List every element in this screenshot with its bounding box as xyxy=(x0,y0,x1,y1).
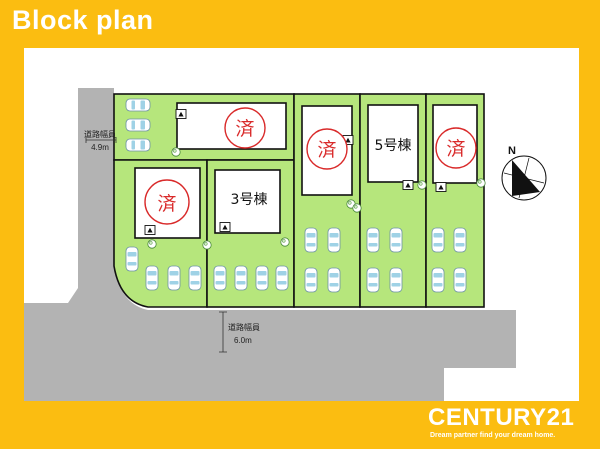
sold-mark-lot-4: 済 xyxy=(317,139,336,161)
parking-space xyxy=(125,98,151,112)
parking-space xyxy=(255,265,269,291)
road-width-value: 6.0m xyxy=(234,336,252,345)
parking-space xyxy=(125,246,139,272)
road-area xyxy=(24,88,516,401)
plan-canvas: 済 済 済 済 3号棟 5号棟 xyxy=(24,48,579,401)
lot-3-label: 3号棟 xyxy=(231,192,268,208)
entrance-icon xyxy=(402,180,414,190)
sold-mark-lot-1: 済 xyxy=(235,118,254,140)
parking-space xyxy=(327,267,341,293)
entrance-icon xyxy=(435,182,447,192)
sold-stamp-lot-2 xyxy=(144,179,190,225)
parking-space xyxy=(327,227,341,253)
road-width-label: 道路幅員 xyxy=(228,322,260,332)
parking-space xyxy=(275,265,289,291)
road-width-value: 4.9m xyxy=(91,143,109,152)
parking-space xyxy=(234,265,248,291)
lot-5-label: 5号棟 xyxy=(375,138,412,154)
parking-space xyxy=(453,267,467,293)
parking-space xyxy=(304,267,318,293)
parking-space xyxy=(145,265,159,291)
parking-space xyxy=(389,267,403,293)
parking-space xyxy=(125,138,151,152)
entrance-icon xyxy=(144,225,156,235)
site-plan-drawing: 済 済 済 済 3号棟 5号棟 xyxy=(24,88,547,401)
sold-stamp-lot-6 xyxy=(435,127,477,169)
tree-icon xyxy=(280,237,290,247)
parking-space xyxy=(366,227,380,253)
title-tab: Block plan xyxy=(0,0,186,45)
road-width-label: 道路幅員 xyxy=(84,129,116,139)
entrance-icon xyxy=(175,109,187,119)
tree-icon xyxy=(352,203,362,213)
tree-icon xyxy=(171,147,181,157)
dimension-tick xyxy=(85,137,117,143)
entrance-icon xyxy=(219,222,231,232)
parking-space xyxy=(366,267,380,293)
tree-icon xyxy=(417,180,427,190)
tree-icon xyxy=(202,240,212,250)
parking-space xyxy=(453,227,467,253)
brand-tagline: Dream partner find your dream home. xyxy=(430,432,556,439)
dimension-tick xyxy=(219,311,227,353)
page-title: Block plan xyxy=(12,5,154,35)
parking-space xyxy=(125,118,151,132)
century21-logo: CENTURY21 Dream partner find your dream … xyxy=(418,404,596,444)
parking-space xyxy=(431,227,445,253)
parking-space xyxy=(431,267,445,293)
house-5 xyxy=(367,104,419,183)
parking-space xyxy=(389,227,403,253)
tree-icon xyxy=(476,178,486,188)
tree-icon xyxy=(147,239,157,249)
north-compass-icon xyxy=(501,155,547,201)
parking-space xyxy=(167,265,181,291)
parking-space xyxy=(188,265,202,291)
sold-stamp-lot-4 xyxy=(306,128,348,170)
compass-north-letter: N xyxy=(508,145,516,157)
sold-mark-lot-2: 済 xyxy=(157,193,176,215)
parking-space xyxy=(213,265,227,291)
brand-name: CENTURY21 xyxy=(428,404,575,431)
sold-mark-lot-6: 済 xyxy=(446,138,465,160)
parking-space xyxy=(304,227,318,253)
sold-stamp-lot-1 xyxy=(224,107,266,149)
